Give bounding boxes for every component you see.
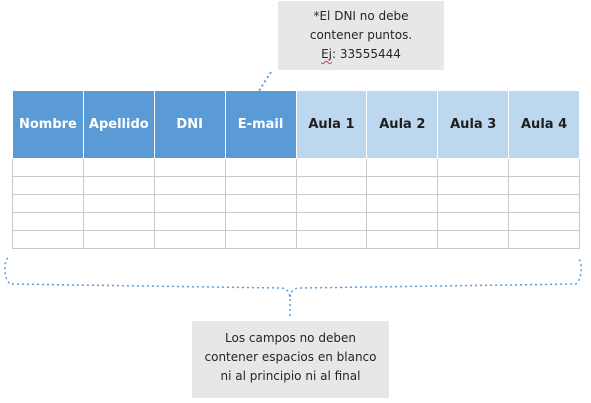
table-row: [12, 212, 580, 231]
table-cell[interactable]: [366, 230, 439, 249]
table-header-row: Nombre Apellido DNI E-mail Aula 1 Aula 2…: [12, 90, 580, 159]
table-cell[interactable]: [295, 230, 368, 249]
table-cell[interactable]: [12, 176, 84, 195]
table-cell[interactable]: [508, 212, 580, 231]
table-cell[interactable]: [295, 212, 368, 231]
header-nombre: Nombre: [12, 90, 84, 159]
table-cell[interactable]: [82, 176, 155, 195]
table-body: [12, 158, 580, 249]
table-cell[interactable]: [224, 158, 297, 177]
table-cell[interactable]: [295, 194, 368, 213]
table-cell[interactable]: [12, 158, 84, 177]
dni-note-example: Ej: 33555444: [278, 45, 444, 64]
table-row: [12, 158, 580, 177]
table-row: [12, 230, 580, 249]
table-cell[interactable]: [82, 194, 155, 213]
table-cell[interactable]: [224, 230, 297, 249]
table-cell[interactable]: [153, 194, 226, 213]
dni-note-line-2: contener puntos.: [309, 28, 413, 42]
table-cell[interactable]: [437, 230, 510, 249]
table-row: [12, 194, 580, 213]
header-aula-1: Aula 1: [295, 90, 368, 159]
fields-note-line-3: ni al principio ni al final: [220, 369, 361, 383]
table-cell[interactable]: [153, 230, 226, 249]
dni-note-example-value: : 33555444: [331, 47, 401, 61]
student-table: Nombre Apellido DNI E-mail Aula 1 Aula 2…: [12, 90, 580, 249]
table-brace-connector: [4, 257, 582, 318]
table-cell[interactable]: [153, 158, 226, 177]
table-cell[interactable]: [224, 176, 297, 195]
table-row: [12, 176, 580, 195]
table-cell[interactable]: [12, 194, 84, 213]
table-cell[interactable]: [224, 212, 297, 231]
header-aula-2: Aula 2: [366, 90, 439, 159]
table-cell[interactable]: [12, 230, 84, 249]
table-cell[interactable]: [153, 212, 226, 231]
fields-note-callout: Los campos no deben contener espacios en…: [192, 321, 389, 398]
table-cell[interactable]: [82, 212, 155, 231]
header-email: E-mail: [224, 90, 297, 159]
header-aula-3: Aula 3: [437, 90, 510, 159]
dni-note-callout: *El DNI no debe contener puntos. Ej: 335…: [278, 1, 444, 70]
header-dni: DNI: [153, 90, 226, 159]
fields-note-line-2: contener espacios en blanco: [204, 350, 377, 364]
table-cell[interactable]: [82, 230, 155, 249]
table-cell[interactable]: [508, 230, 580, 249]
table-cell[interactable]: [295, 176, 368, 195]
table-cell[interactable]: [437, 176, 510, 195]
header-apellido: Apellido: [82, 90, 155, 159]
table-cell[interactable]: [508, 158, 580, 177]
table-cell[interactable]: [12, 212, 84, 231]
table-cell[interactable]: [295, 158, 368, 177]
dni-note-example-label: Ej: [321, 47, 332, 61]
table-cell[interactable]: [366, 194, 439, 213]
dni-note-line-1: *El DNI no debe: [313, 9, 409, 23]
table-cell[interactable]: [437, 158, 510, 177]
table-cell[interactable]: [82, 158, 155, 177]
fields-note-line-1: Los campos no deben: [225, 331, 356, 345]
table-cell[interactable]: [508, 194, 580, 213]
table-cell[interactable]: [366, 212, 439, 231]
table-cell[interactable]: [224, 194, 297, 213]
table-cell[interactable]: [366, 158, 439, 177]
table-cell[interactable]: [437, 212, 510, 231]
table-cell[interactable]: [153, 176, 226, 195]
table-cell[interactable]: [366, 176, 439, 195]
table-cell[interactable]: [437, 194, 510, 213]
table-cell[interactable]: [508, 176, 580, 195]
header-aula-4: Aula 4: [508, 90, 580, 159]
